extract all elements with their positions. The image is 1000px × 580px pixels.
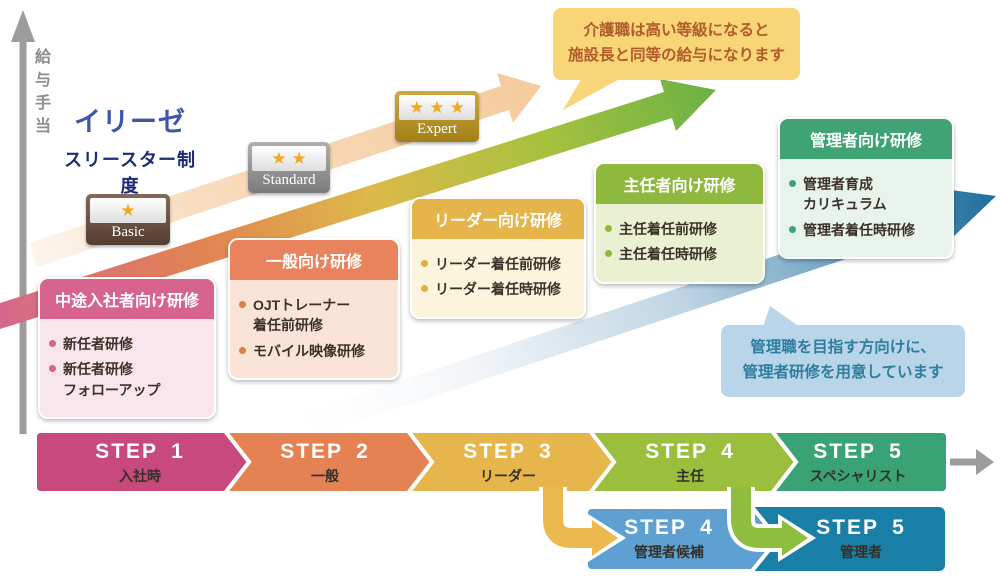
training-box-chief: 主任者向け研修 主任着任前研修 主任着任時研修 — [594, 162, 765, 284]
brand-name: イリーゼ — [74, 107, 186, 137]
star-icon: ★★ — [252, 146, 326, 171]
list-item: 管理者着任時研修 — [789, 220, 943, 240]
bullet-icon — [789, 225, 796, 233]
star-icon: ★★★ — [399, 95, 475, 120]
step2-sublabel: 一般 — [311, 468, 339, 485]
management-note-line1: 管理職を目指す方向けに、 — [750, 339, 936, 356]
bullet-icon — [49, 365, 56, 373]
badge-expert-label: Expert — [417, 121, 457, 137]
step3-sublabel: リーダー — [480, 468, 536, 485]
step1-sublabel: 入社時 — [119, 468, 161, 485]
step4-sublabel: 主任 — [676, 468, 704, 485]
training-box-general: 一般向け研修 OJTトレーナー 着任前研修 モバイル映像研修 — [228, 238, 400, 380]
training-box-title: 主任者向け研修 — [596, 164, 763, 204]
continuation-arrowhead-icon — [976, 449, 994, 475]
training-box-manager: 管理者向け研修 管理者育成 カリキュラム 管理者着任時研修 — [778, 117, 954, 259]
list-item: 管理者育成 カリキュラム — [789, 174, 943, 215]
list-item: 新任者研修 — [49, 334, 205, 354]
list-item: OJTトレーナー 着任前研修 — [239, 295, 389, 336]
salary-note-line2: 施設長と同等の給与になります — [567, 46, 785, 64]
brand-logo: イリーゼ スリースター制度 — [55, 100, 205, 198]
training-box-title: 管理者向け研修 — [780, 119, 952, 159]
badge-standard-label: Standard — [262, 172, 316, 188]
salary-note-line1: 介護職は高い等級になると — [583, 22, 770, 39]
bullet-icon — [421, 285, 428, 293]
badge-expert: ★★★ Expert — [395, 91, 479, 142]
salary-axis-label: 給与手当 — [32, 48, 49, 140]
top-callout-pointer — [563, 76, 625, 110]
bullet-icon — [421, 260, 428, 267]
bullet-icon — [605, 225, 612, 232]
management-note-line2: 管理者研修を用意しています — [742, 363, 944, 381]
bullet-icon — [49, 340, 56, 347]
badge-standard: ★★ Standard — [248, 142, 330, 193]
salary-note-callout: 介護職は高い等級になると 施設長と同等の給与になります — [553, 8, 800, 80]
management-note-callout: 管理職を目指す方向けに、 管理者研修を用意しています — [721, 325, 965, 397]
bullet-icon — [605, 250, 612, 258]
badge-basic-label: Basic — [111, 224, 145, 240]
badge-basic: ★ Basic — [86, 194, 170, 245]
list-item: リーダー着任時研修 — [421, 279, 575, 299]
training-box-title: リーダー向け研修 — [412, 199, 584, 239]
step5-sublabel: スペシャリスト — [809, 468, 907, 485]
training-box-midcareer: 中途入社者向け研修 新任者研修 新任者研修 フォローアップ — [38, 277, 216, 419]
training-box-title: 一般向け研修 — [230, 240, 398, 280]
training-box-title: 中途入社者向け研修 — [40, 279, 214, 319]
star-icon: ★ — [90, 198, 166, 223]
list-item: 新任者研修 フォローアップ — [49, 359, 205, 400]
bullet-icon — [789, 180, 796, 187]
list-item: 主任着任前研修 — [605, 219, 754, 239]
bullet-icon — [239, 301, 246, 308]
step5-management-sublabel: 管理者 — [840, 544, 882, 561]
list-item: リーダー着任前研修 — [421, 254, 575, 274]
list-item: モバイル映像研修 — [239, 341, 389, 361]
list-item: 主任着任時研修 — [605, 244, 754, 264]
program-title: スリースター制度 — [63, 150, 197, 196]
salary-axis-arrowhead-icon — [11, 10, 35, 42]
training-box-leader: リーダー向け研修 リーダー着任前研修 リーダー着任時研修 — [410, 197, 586, 319]
step4-management-sublabel: 管理者候補 — [634, 544, 704, 561]
bullet-icon — [239, 346, 246, 354]
